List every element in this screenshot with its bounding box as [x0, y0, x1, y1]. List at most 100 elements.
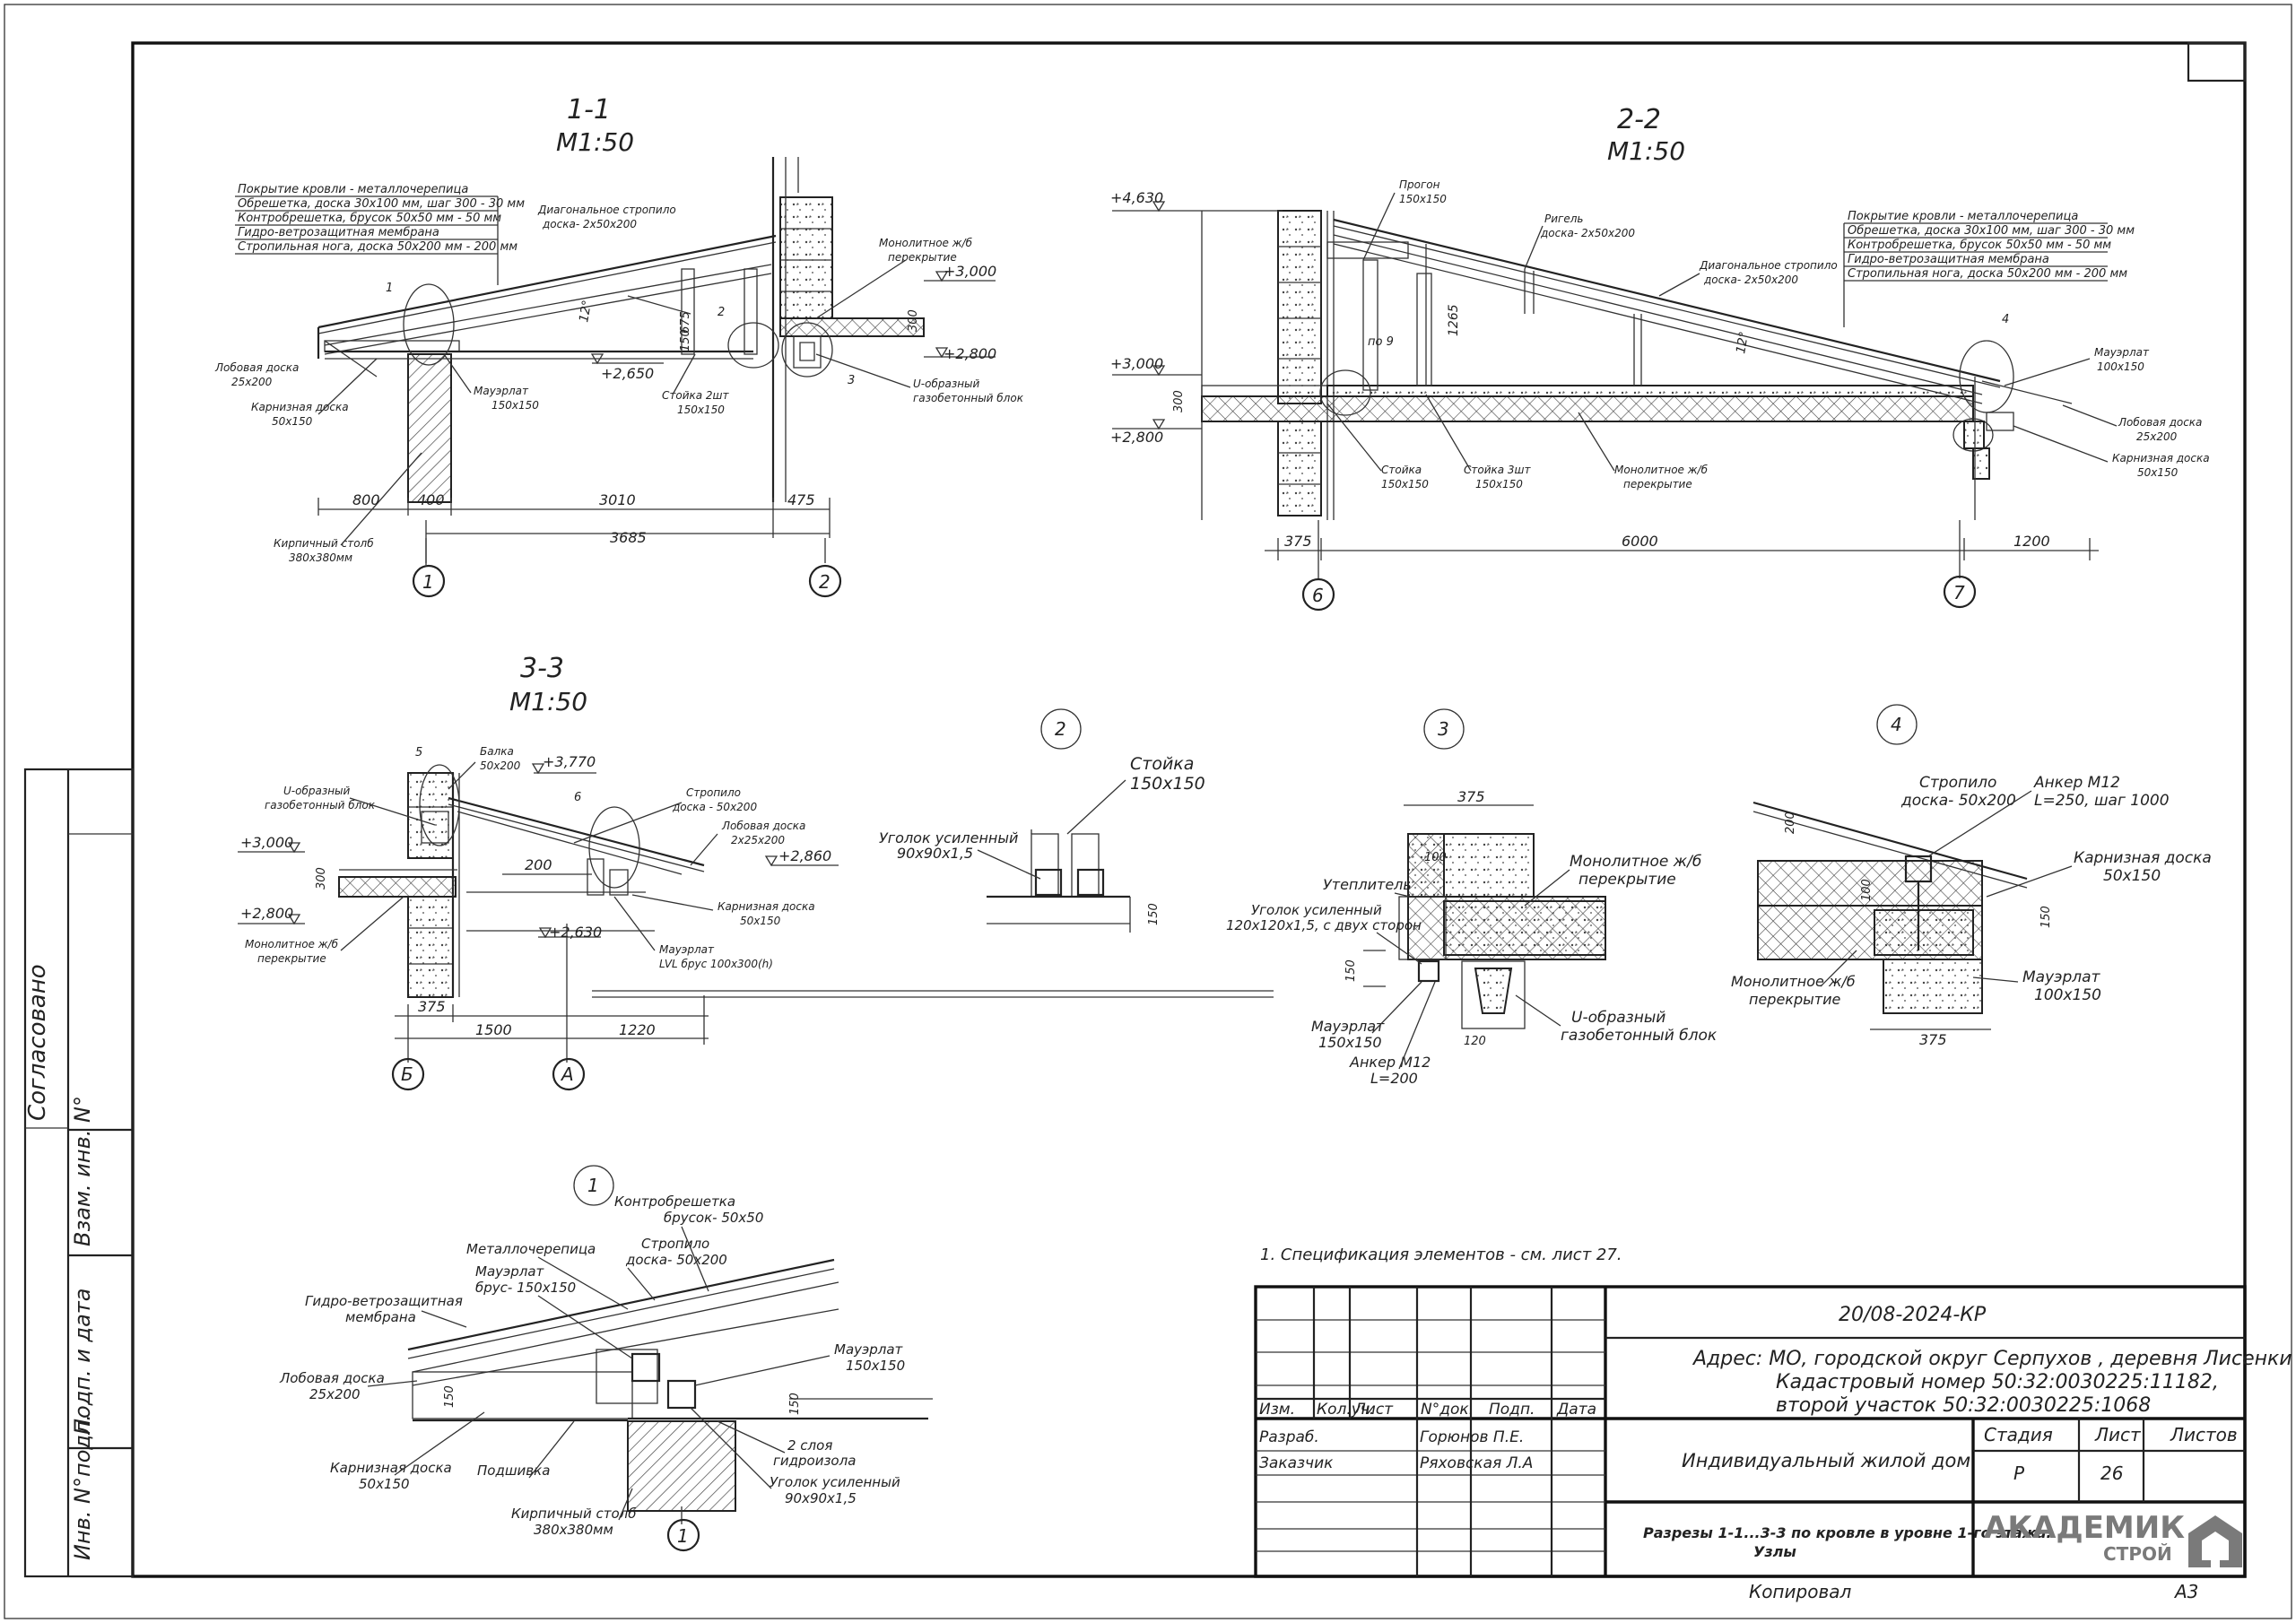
svg-text:СТРОЙ: СТРОЙ: [2103, 1543, 2172, 1565]
svg-text:+3,000: +3,000: [1110, 355, 1163, 372]
svg-text:Анкер М12: Анкер М12: [2033, 774, 2120, 792]
svg-text:150х150: 150х150: [1475, 478, 1523, 490]
level-marks: +4,630 +3,000 +2,800: [1110, 189, 1283, 446]
svg-text:Ригель: Ригель: [1544, 213, 1583, 225]
svg-text:Балка: Балка: [480, 745, 514, 758]
svg-text:+2,800: +2,800: [1110, 429, 1163, 446]
svg-text:гидроизола: гидроизола: [773, 1453, 856, 1469]
svg-text:+3,000: +3,000: [944, 263, 996, 280]
svg-text:Контробрешетка: Контробрешетка: [614, 1193, 735, 1210]
svg-text:800: 800: [352, 491, 380, 508]
svg-text:150х150: 150х150: [1381, 478, 1429, 490]
svg-text:150х150: 150х150: [677, 404, 725, 416]
svg-text:475: 475: [787, 491, 815, 508]
svg-text:380х380мм: 380х380мм: [534, 1522, 613, 1538]
sheet-title-2: Узлы: [1753, 1543, 1796, 1560]
svg-text:Обрешетка, доска 30х100 мм, ша: Обрешетка, доска 30х100 мм, шаг 300 - 30…: [1848, 224, 2135, 238]
section-title: 2-2: [1617, 104, 1661, 135]
svg-text:120х120х1,5, с двух сторон: 120х120х1,5, с двух сторон: [1226, 917, 1422, 933]
svg-text:150: 150: [1344, 959, 1358, 982]
svg-text:50х150: 50х150: [359, 1476, 410, 1492]
svg-text:150х150: 150х150: [1399, 193, 1447, 205]
svg-text:25х200: 25х200: [309, 1386, 361, 1402]
svg-text:400: 400: [417, 491, 445, 508]
svg-text:375: 375: [418, 998, 446, 1015]
svg-text:1: 1: [422, 571, 434, 593]
stage-value: Р: [2013, 1462, 2025, 1484]
svg-text:1265: 1265: [1447, 304, 1461, 336]
side-agreed: Согласовано: [24, 964, 51, 1121]
svg-text:Мауэрлат: Мауэрлат: [834, 1341, 904, 1358]
svg-text:50х150: 50х150: [740, 915, 781, 927]
svg-text:300: 300: [907, 309, 920, 332]
svg-text:+2,650: +2,650: [601, 365, 654, 382]
svg-text:доска- 50х200: доска- 50х200: [625, 1252, 727, 1268]
svg-text:100х150: 100х150: [2097, 360, 2144, 373]
svg-text:150: 150: [679, 329, 692, 352]
svg-text:перекрытие: перекрытие: [1623, 478, 1692, 490]
svg-text:Анкер М12: Анкер М12: [1349, 1054, 1431, 1071]
sheet-header: Лист: [2094, 1424, 2142, 1445]
svg-text:1: 1: [677, 1525, 689, 1547]
svg-text:Лобовая доска: Лобовая доска: [721, 820, 805, 832]
svg-text:Стойка: Стойка: [1130, 754, 1194, 774]
address-line-1: Адрес: МО, городской округ Серпухов , де…: [1692, 1348, 2292, 1370]
svg-text:Стропило: Стропило: [686, 786, 741, 799]
svg-text:90х90х1,5: 90х90х1,5: [897, 845, 973, 862]
svg-text:1: 1: [386, 282, 393, 295]
svg-text:Карнизная доска: Карнизная доска: [2112, 452, 2210, 464]
col-kolich: Кол.уч.: [1317, 1401, 1374, 1419]
sheet-frame: [4, 4, 2292, 1619]
section-title: 1-1: [567, 94, 611, 126]
svg-text:LVL брус 100х300(h): LVL брус 100х300(h): [659, 958, 773, 970]
section-3-3: 3-3 М1:50 5 6 Балка 50х200 U-образный га…: [238, 653, 1274, 1091]
svg-text:перекрытие: перекрытие: [888, 251, 957, 264]
col-list: Лист: [1353, 1401, 1394, 1419]
svg-text:Стропило: Стропило: [641, 1236, 709, 1252]
level-marks: +3,770 +3,000 +2,800 +2,860 +2,630: [238, 753, 839, 941]
svg-text:перекрытие: перекрытие: [1749, 991, 1840, 1008]
node-3: 3 375 100 Монолитное ж/б перекрытие Утеп…: [1226, 708, 1718, 1087]
svg-text:2: 2: [718, 306, 725, 319]
svg-text:Стропильная нога, доска 50х200: Стропильная нога, доска 50х200 мм - 200 …: [1848, 267, 2127, 281]
svg-text:Гидро-ветрозащитная: Гидро-ветрозащитная: [305, 1293, 463, 1309]
svg-text:90х90х1,5: 90х90х1,5: [785, 1490, 857, 1506]
roof-layer-legend: Покрытие кровли - металлочерепица Обреше…: [235, 183, 525, 285]
roof-layer-legend: Покрытие кровли - металлочерепица Обреше…: [1843, 210, 2135, 327]
svg-text:Лобовая доска: Лобовая доска: [279, 1370, 385, 1386]
copied-label: Копировал: [1749, 1581, 1851, 1602]
svg-text:Мауэрлат: Мауэрлат: [2094, 346, 2150, 359]
object-name: Индивидуальный жилой дом: [1682, 1450, 1970, 1471]
svg-text:300: 300: [315, 867, 328, 890]
side-replace-inv: Взам. инв. N°: [70, 1096, 95, 1246]
svg-text:Б: Б: [401, 1063, 413, 1085]
svg-text:300: 300: [1172, 390, 1186, 412]
svg-text:А: А: [560, 1063, 574, 1085]
svg-text:150: 150: [1147, 903, 1161, 925]
svg-text:+2,800: +2,800: [944, 345, 996, 362]
svg-text:перекрытие: перекрытие: [257, 952, 326, 965]
svg-text:Диагональное стропило: Диагональное стропило: [1699, 259, 1838, 272]
side-orig-inv: Инв. N°подл.: [70, 1414, 95, 1560]
svg-text:Покрытие кровли - металлочереп: Покрытие кровли - металлочерепица: [238, 183, 468, 196]
svg-text:Карнизная доска: Карнизная доска: [330, 1460, 452, 1476]
svg-text:100: 100: [1424, 851, 1447, 864]
svg-text:Диагональное стропило: Диагональное стропило: [537, 204, 676, 216]
svg-text:+3,000: +3,000: [240, 834, 293, 851]
svg-text:Уголок усиленный: Уголок усиленный: [1251, 902, 1382, 918]
svg-text:+4,630: +4,630: [1110, 189, 1163, 206]
svg-text:брусок- 50х50: брусок- 50х50: [664, 1210, 763, 1226]
svg-text:Монолитное ж/б: Монолитное ж/б: [1614, 464, 1709, 476]
svg-text:Стойка 3шт: Стойка 3шт: [1464, 464, 1532, 476]
svg-text:доска- 2х50х200: доска- 2х50х200: [1703, 273, 1798, 286]
svg-text:Карнизная доска: Карнизная доска: [2074, 849, 2212, 867]
svg-text:6000: 6000: [1622, 533, 1658, 550]
svg-text:Прогон: Прогон: [1399, 178, 1440, 191]
spec-note: 1. Спецификация элементов - см. лист 27.: [1260, 1245, 1622, 1264]
svg-text:Лобовая доска: Лобовая доска: [214, 361, 299, 374]
svg-text:+3,770: +3,770: [543, 753, 596, 770]
node-1: 1 Контробрешетка брусок- 50х50 Стропило …: [279, 1165, 933, 1552]
svg-text:Мауэрлат: Мауэрлат: [474, 385, 529, 397]
svg-text:50х150: 50х150: [272, 415, 313, 428]
